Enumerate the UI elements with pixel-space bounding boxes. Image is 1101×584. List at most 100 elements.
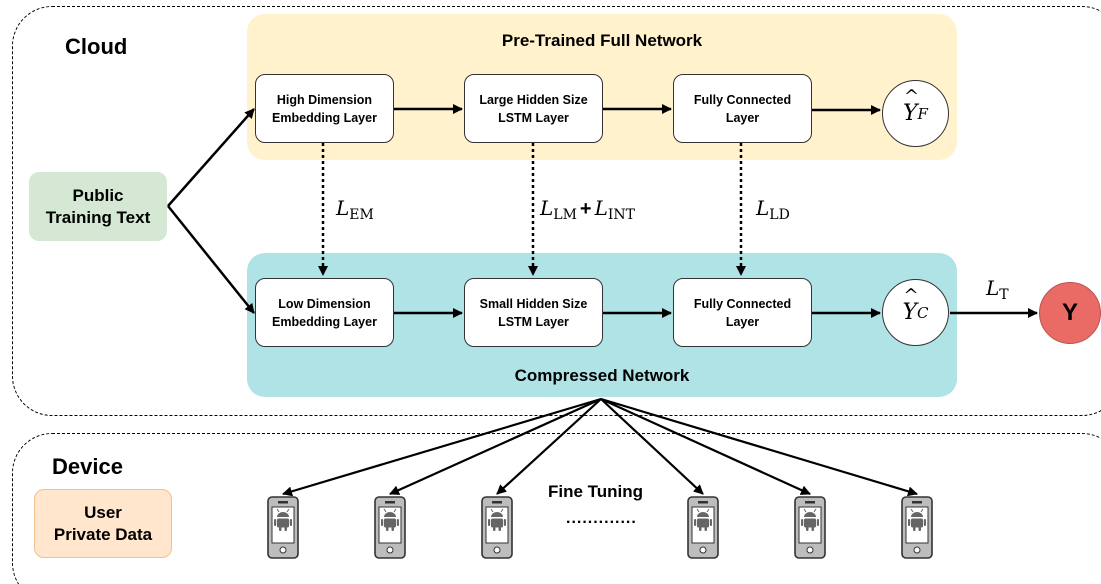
device-distribution-arrow xyxy=(389,397,602,496)
android-antenna xyxy=(500,508,504,513)
android-arm xyxy=(694,519,697,526)
android-leg xyxy=(284,527,287,531)
phone-speaker xyxy=(912,501,922,504)
ground-truth-circle: Y xyxy=(1039,282,1101,344)
phone-speaker xyxy=(698,501,708,504)
android-leg xyxy=(498,527,501,531)
lm-int-loss-label: LLM+LINT xyxy=(540,196,635,223)
phone-home-button xyxy=(493,546,501,554)
android-body xyxy=(277,518,289,528)
phone-home-button xyxy=(806,546,814,554)
android-leg xyxy=(386,527,389,531)
device-distribution-arrows xyxy=(282,397,918,497)
full-output-subscript: F xyxy=(917,104,928,123)
android-icon xyxy=(381,508,399,531)
android-leg xyxy=(493,527,496,531)
loss-subscript: LD xyxy=(769,207,790,223)
android-head xyxy=(911,512,923,517)
device-distribution-arrow xyxy=(600,397,918,497)
android-body xyxy=(384,518,396,528)
android-antenna xyxy=(920,508,924,513)
android-arm xyxy=(709,519,712,526)
android-head xyxy=(277,512,289,517)
arrow-input-to-compressed xyxy=(167,205,255,314)
smartphone-icon xyxy=(687,496,719,559)
hat-mark: ^ xyxy=(903,285,919,306)
android-body xyxy=(804,518,816,528)
android-leg xyxy=(811,527,814,531)
loss-subscript: LM xyxy=(553,207,577,223)
android-body xyxy=(491,518,503,528)
loss-symbol: L xyxy=(594,196,608,220)
android-head xyxy=(697,512,709,517)
android-antenna xyxy=(696,508,700,513)
android-leg xyxy=(279,527,282,531)
android-antenna xyxy=(286,508,290,513)
task-loss-label: LT xyxy=(986,276,1009,303)
loss-subscript: T xyxy=(999,287,1009,303)
android-head xyxy=(491,512,503,517)
smartphone-icon xyxy=(481,496,513,559)
android-arm xyxy=(274,519,277,526)
android-arm xyxy=(381,519,384,526)
android-body xyxy=(911,518,923,528)
android-leg xyxy=(806,527,809,531)
low-dimension-embedding-layer: Low Dimension Embedding Layer xyxy=(255,278,394,347)
android-leg xyxy=(918,527,921,531)
full-output-symbol: Y xyxy=(903,101,918,126)
smartphone-icon xyxy=(267,496,299,559)
android-antenna xyxy=(383,508,387,513)
android-icon xyxy=(908,508,926,531)
phone-home-button xyxy=(913,546,921,554)
phone-speaker xyxy=(492,501,502,504)
android-arm xyxy=(503,519,506,526)
user-private-data-box: User Private Data xyxy=(34,489,172,558)
device-phones xyxy=(267,496,933,559)
device-ellipsis: ............. xyxy=(566,510,637,527)
android-arm xyxy=(488,519,491,526)
full-network-title: Pre-Trained Full Network xyxy=(501,31,703,50)
android-arm xyxy=(289,519,292,526)
android-head xyxy=(804,512,816,517)
compressed-output-subscript: C xyxy=(917,303,929,322)
device-distribution-arrow xyxy=(600,397,811,496)
hat-mark: ^ xyxy=(904,86,920,107)
android-head xyxy=(384,512,396,517)
large-hidden-lstm-layer: Large Hidden Size LSTM Layer xyxy=(464,74,603,143)
android-antenna xyxy=(276,508,280,513)
fine-tuning-label: Fine Tuning xyxy=(548,482,644,501)
loss-subscript: EM xyxy=(349,207,374,223)
compressed-network-title: Compressed Network xyxy=(514,366,690,385)
phone-home-button xyxy=(386,546,394,554)
smartphone-icon xyxy=(901,496,933,559)
full-fully-connected-layer: Fully Connected Layer xyxy=(673,74,812,143)
loss-symbol: L xyxy=(336,196,350,220)
plus-sign: + xyxy=(579,198,592,220)
android-antenna xyxy=(706,508,710,513)
android-arm xyxy=(801,519,804,526)
phone-speaker xyxy=(278,501,288,504)
android-icon xyxy=(694,508,712,531)
android-icon xyxy=(274,508,292,531)
cloud-label: Cloud xyxy=(65,34,128,59)
android-antenna xyxy=(393,508,397,513)
phone-home-button xyxy=(699,546,707,554)
android-arm xyxy=(923,519,926,526)
device-label: Device xyxy=(52,454,123,479)
android-antenna xyxy=(813,508,817,513)
android-leg xyxy=(913,527,916,531)
smartphone-icon xyxy=(794,496,826,559)
device-distribution-arrow xyxy=(496,398,602,495)
high-dimension-embedding-layer: High Dimension Embedding Layer xyxy=(255,74,394,143)
loss-symbol: L xyxy=(540,196,554,220)
loss-symbol: L xyxy=(986,276,1000,300)
android-leg xyxy=(699,527,702,531)
phone-speaker xyxy=(385,501,395,504)
loss-subscript: INT xyxy=(607,207,636,223)
android-icon xyxy=(801,508,819,531)
android-leg xyxy=(391,527,394,531)
